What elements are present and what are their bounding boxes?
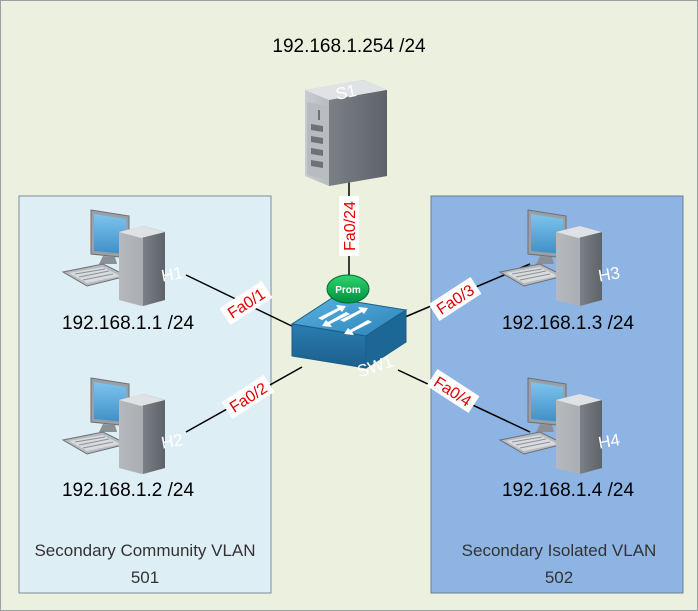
- promiscuous-badge: [326, 274, 370, 304]
- host-h4-ip: 192.168.1.4 /24: [502, 480, 634, 501]
- community-vlan-id: 501: [131, 568, 159, 587]
- port-fa01-bg: [219, 280, 273, 326]
- port-fa024-label: Fa0/24: [342, 201, 359, 251]
- promiscuous-label: Prom: [335, 285, 361, 296]
- port-fa04-bg: [426, 368, 480, 414]
- host-h2-ip: 192.168.1.2 /24: [62, 480, 194, 501]
- server-icon: [305, 80, 387, 186]
- server-label: S1: [334, 81, 358, 104]
- server-ip: 192.168.1.254 /24: [272, 36, 426, 57]
- port-fa024-bg: [339, 196, 359, 256]
- host-h3-label: H3: [597, 263, 622, 285]
- community-vlan-title: Secondary Community VLAN: [34, 541, 255, 560]
- host-h1-label: H1: [160, 263, 185, 285]
- isolated-vlan-id: 502: [545, 568, 573, 587]
- host-h2-label: H2: [160, 430, 185, 452]
- host-h4-label: H4: [597, 430, 622, 452]
- host-h1-ip: 192.168.1.1 /24: [62, 313, 194, 334]
- port-fa03-bg: [428, 276, 482, 322]
- switch-icon: [290, 297, 408, 369]
- port-fa02-bg: [221, 374, 275, 420]
- isolated-vlan-title: Secondary Isolated VLAN: [462, 541, 657, 560]
- host-h3-ip: 192.168.1.3 /24: [502, 313, 634, 334]
